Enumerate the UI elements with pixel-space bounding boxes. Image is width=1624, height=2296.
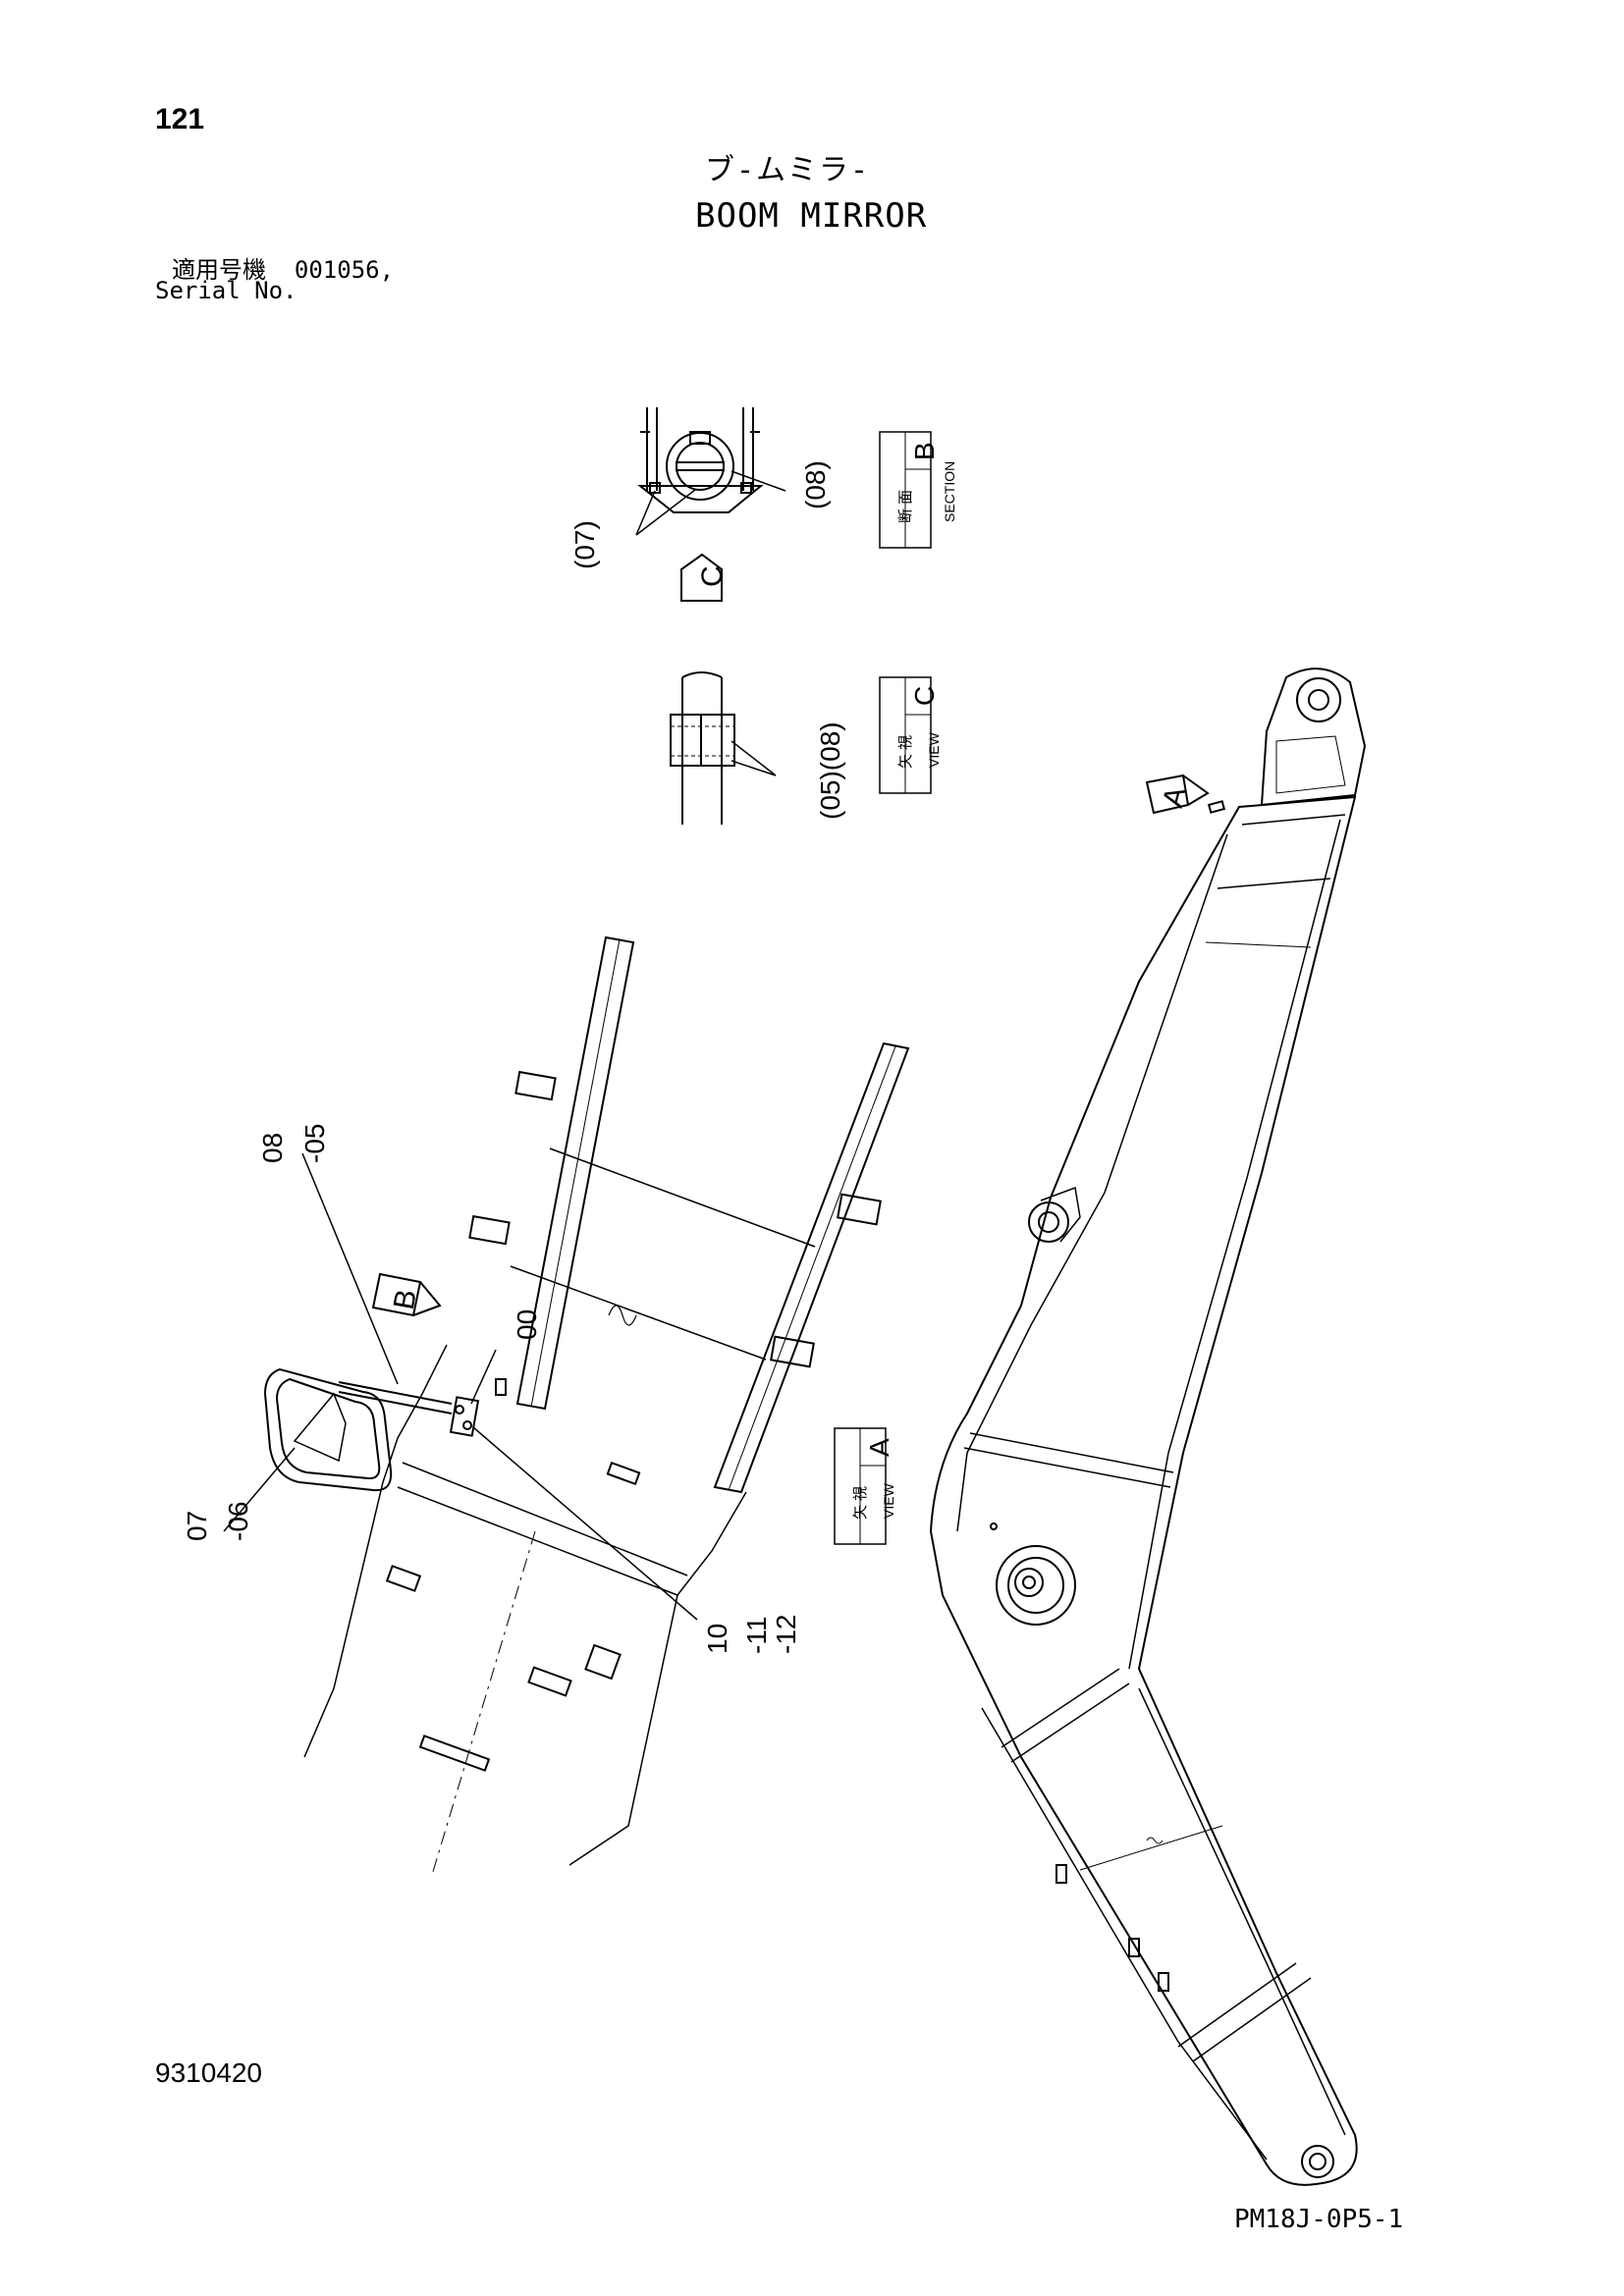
leader-line-08 (731, 470, 786, 492)
title-english: BOOM MIRROR (695, 196, 928, 236)
section-b-en: SECTION (942, 461, 957, 522)
callout-00: 00 (512, 1309, 542, 1340)
callout-05-08: (05)(08) (815, 721, 845, 820)
view-a-detail (263, 935, 910, 1876)
section-b-detail (637, 407, 764, 513)
view-a-letter: A (864, 1438, 894, 1457)
callout-08-05-line2: -05 (299, 1124, 330, 1163)
callout-07: (07) (569, 520, 600, 569)
callout-07-06-line2: -06 (223, 1502, 253, 1541)
view-arrow-b: B (371, 1272, 442, 1317)
view-arrow-c: C (680, 553, 729, 602)
leader-line-07-06 (223, 1447, 296, 1532)
callout-07-06-line1: 07 (182, 1511, 212, 1541)
view-c-detail (670, 671, 735, 825)
serial-label-japanese: 適用号機 001056, (172, 256, 395, 284)
title-japanese: ブ-ムミラ- (705, 153, 871, 187)
leader-line-05-08b (731, 760, 777, 776)
callout-08-upper: (08) (800, 460, 831, 509)
leader-line-08-05 (301, 1152, 399, 1385)
section-b-label: 断 面 SECTION B (879, 431, 957, 549)
boom-overview (929, 667, 1367, 2186)
section-b-jp: 断 面 (897, 490, 914, 523)
view-a-jp: 矢 視 (852, 1486, 869, 1520)
callout-10-12-line2: -11 (741, 1617, 772, 1654)
callout-10-12-line3: -12 (771, 1615, 801, 1654)
view-a-en: VIEW (881, 1482, 896, 1519)
callout-10-12-line1: 10 (702, 1624, 732, 1654)
leader-line-05-08a (731, 740, 777, 776)
page-number: 121 (155, 103, 205, 135)
view-arrow-a: A (1145, 774, 1210, 815)
leader-line-07a (635, 490, 656, 536)
view-c-en: VIEW (926, 731, 942, 768)
leader-line-10-12 (472, 1426, 698, 1621)
view-c-letter: C (909, 686, 940, 706)
leader-line-07b (635, 489, 696, 536)
view-c-label: 矢 視 VIEW C (879, 676, 942, 794)
view-arrow-a-label: A (1157, 783, 1193, 811)
sheet-code: PM18J-0P5-1 (1234, 2205, 1404, 2234)
callout-08-05-line1: 08 (257, 1133, 288, 1163)
leader-line-00 (470, 1349, 497, 1405)
view-arrow-c-label: C (696, 565, 729, 587)
document-code: 9310420 (155, 2057, 263, 2088)
serial-label-english: Serial No. (155, 277, 298, 304)
view-c-jp: 矢 視 (897, 735, 914, 769)
section-b-letter: B (909, 442, 940, 460)
view-a-label: 矢 視 VIEW A (834, 1427, 896, 1545)
